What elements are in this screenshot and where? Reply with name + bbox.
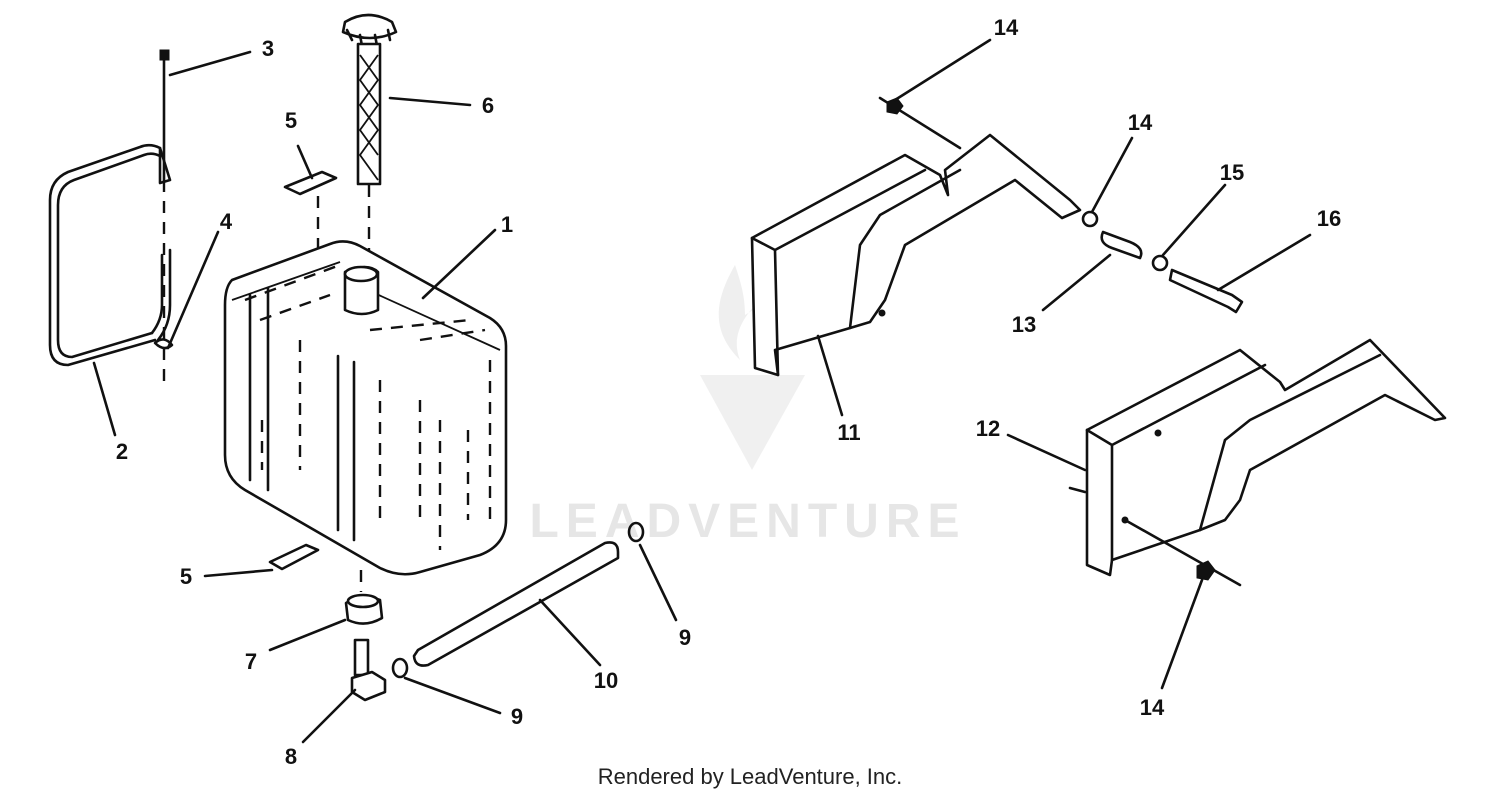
- callout-14-mid: 14: [1128, 110, 1153, 135]
- hose-10: [412, 541, 620, 667]
- footer-credit: Rendered by LeadVenture, Inc.: [597, 764, 903, 789]
- callout-9-upper: 9: [679, 625, 691, 650]
- callout-5-top: 5: [285, 108, 297, 133]
- tank-strap: [48, 143, 172, 367]
- callout-4: 4: [220, 209, 233, 234]
- clamp-9: [391, 521, 645, 679]
- callout-14-top: 14: [994, 15, 1019, 40]
- watermark-text: LEADVENTURE: [529, 495, 966, 548]
- fender-left: [750, 133, 1082, 377]
- callout-2: 2: [116, 439, 128, 464]
- callout-14-bottom: 14: [1140, 695, 1165, 720]
- bolt-3: [153, 49, 174, 390]
- callout-13: 13: [1012, 312, 1036, 337]
- callout-11: 11: [837, 420, 860, 445]
- callout-5-bottom: 5: [180, 564, 192, 589]
- fuel-tank: [223, 240, 508, 592]
- callout-8: 8: [285, 744, 297, 769]
- callout-7: 7: [245, 649, 257, 674]
- grommet-7: [344, 593, 384, 625]
- pad-5-bottom: [268, 543, 320, 571]
- bolt-assembly: [878, 96, 1244, 314]
- callout-6: 6: [482, 93, 494, 118]
- callout-1: 1: [501, 212, 513, 237]
- callout-16: 16: [1317, 206, 1341, 231]
- callout-3: 3: [262, 36, 274, 61]
- fuel-cap-sender: [341, 13, 398, 262]
- callout-12: 12: [976, 416, 1000, 441]
- fitting-8: [350, 638, 387, 702]
- callout-10: 10: [594, 668, 618, 693]
- callout-9-lower: 9: [511, 704, 523, 729]
- fender-right: [1068, 338, 1447, 587]
- callouts: 3 6 5 1 4 2 5 7 8 9 10 9 11 12 13 14 14 …: [116, 15, 1341, 769]
- callout-15: 15: [1220, 160, 1244, 185]
- leader-lines: [92, 38, 1312, 744]
